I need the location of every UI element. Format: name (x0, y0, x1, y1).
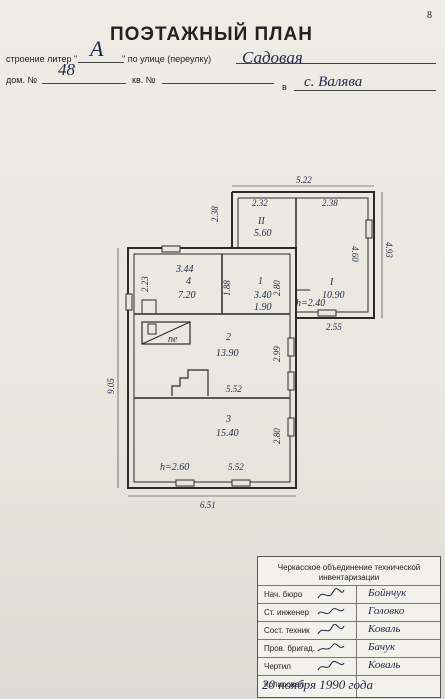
annex-room1-number: I (329, 277, 334, 288)
dim-overall-width: 6.51 (200, 500, 216, 510)
stove-label: пе (168, 334, 178, 345)
main-house-inner-wall (133, 253, 291, 483)
window-right-2 (287, 371, 295, 391)
room4-area: 7.20 (178, 290, 196, 301)
stove (141, 321, 191, 345)
door-room4 (141, 299, 157, 315)
window-bottom-left (175, 479, 195, 487)
annex-room1-area: 10.90 (322, 290, 345, 301)
dim-annex-seg-a: 2.32 (252, 198, 268, 208)
dim-top-annex: 5.22 (296, 175, 312, 185)
stamp-role: Сост. техник (264, 626, 310, 635)
window-right-3 (287, 417, 295, 437)
stamp-row: Нач. бюро Бойнчук (258, 585, 440, 603)
street-value: Садовая (242, 48, 303, 67)
room3-number: 3 (225, 414, 231, 425)
house-underline (42, 83, 126, 84)
stamp-role: Нач. бюро (264, 590, 303, 599)
dim-annex-inner: 4.60 (350, 246, 360, 262)
document-title: ПОЭТАЖНЫЙ ПЛАН (110, 24, 313, 45)
window-top-left (161, 245, 181, 253)
apt-label: кв. № (132, 75, 156, 85)
stamp-name: Бойнчук (368, 587, 407, 599)
settlement-underline (294, 90, 436, 91)
stamp-role: Ст. инженер (264, 608, 310, 617)
dim-main-left: 9.05 (106, 378, 116, 394)
stamp-divider (356, 585, 357, 697)
room3-area: 15.40 (216, 428, 239, 439)
stamp-row: Пров. бригад. Бачук (258, 639, 440, 657)
page-number: 8 (427, 10, 432, 21)
stairs (171, 369, 209, 396)
hall-area: 1.90 (254, 302, 272, 313)
in-label: в (282, 82, 287, 92)
stamp-row: Копировал (258, 675, 440, 693)
window-annex-right (365, 219, 373, 239)
stamp-role: Копировал (264, 680, 305, 689)
annex-room2-number: II (257, 216, 265, 227)
signature-icon (317, 660, 345, 671)
room1-number: 1 (258, 276, 263, 287)
dim-annex-left: 2.38 (210, 206, 220, 222)
annex-height: h=2.40 (296, 298, 325, 309)
room2-area: 13.90 (216, 348, 239, 359)
dim-middle-width: 5.52 (226, 384, 242, 394)
stamp-row: Ст. инженер Головко (258, 603, 440, 621)
annex-outer-wall (231, 191, 375, 319)
dim-room1-side: 1.88 (222, 280, 232, 296)
signature-icon (317, 588, 345, 599)
stove-diagonal (141, 321, 191, 345)
stamp-row: Чертил Коваль (258, 657, 440, 675)
stamp-date: 20 ноября 1990 года (262, 677, 373, 692)
street-label: " по улице (переулку) (122, 54, 212, 64)
settlement-value: с. Валява (304, 74, 363, 90)
signature-icon (317, 624, 345, 635)
dim-room1-side-b: 2.80 (272, 280, 282, 296)
room4-width: 3.44 (175, 264, 194, 275)
room2-number: 2 (226, 332, 231, 343)
signature-icon (317, 608, 345, 615)
building-label: строение литер " (6, 54, 78, 64)
stamp-row: Сост. техник Коваль (258, 621, 440, 639)
title-block-stamp: Черкасское объединение технической инвен… (257, 556, 441, 698)
stamp-role: Пров. бригад. (264, 644, 315, 653)
stamp-name: Коваль (368, 623, 401, 635)
stamp-organization: Черкасское объединение технической инвен… (277, 563, 421, 582)
dim-room2-right: 2.99 (272, 346, 282, 362)
dim-annex-right: 4.93 (384, 242, 394, 258)
building-underline (78, 62, 124, 63)
main-height: h=2.60 (160, 462, 189, 473)
stove-box (147, 323, 157, 335)
dim-room3-right: 2.80 (272, 428, 282, 444)
street-underline (236, 63, 436, 64)
stamp-name: Бачук (368, 641, 396, 653)
stamp-name: Коваль (368, 659, 401, 671)
room1-width: 3.40 (253, 290, 272, 301)
dim-room4-side: 2.23 (140, 276, 150, 292)
dim-annex-seg-b: 2.38 (322, 198, 338, 208)
building-letter: А (90, 36, 104, 61)
house-number: 48 (58, 60, 75, 79)
main-house-outer-wall (127, 247, 297, 489)
dim-annex-bottom: 2.55 (326, 322, 342, 332)
window-annex-bottom (317, 309, 337, 317)
window-bottom-right (231, 479, 251, 487)
window-right-1 (287, 337, 295, 357)
floor-plan-drawing: 5.22 2.38 2.32 2.38 4.60 4.93 2.55 2.23 … (106, 175, 394, 510)
stamp-name: Головко (368, 605, 405, 617)
annex-room2-area: 5.60 (254, 228, 272, 239)
apt-underline (162, 83, 274, 84)
window-left (125, 293, 133, 311)
dim-bottom-inner: 5.52 (228, 462, 244, 472)
room4-number: 4 (186, 276, 191, 287)
signature-icon (317, 643, 345, 652)
house-label: дом. № (6, 75, 38, 85)
stamp-role: Чертил (264, 662, 291, 671)
